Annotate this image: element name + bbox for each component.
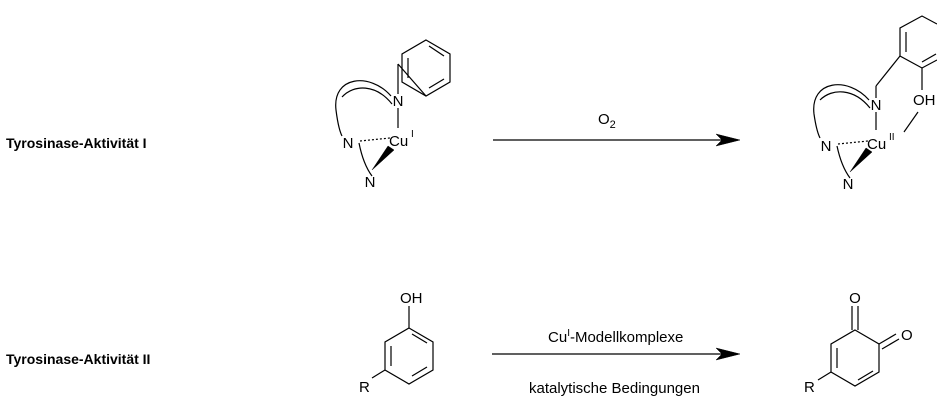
benzyl-ch2-bond bbox=[875, 55, 901, 87]
atom-n: N bbox=[843, 176, 854, 193]
atom-n: N bbox=[393, 93, 404, 110]
atom-n: N bbox=[343, 135, 354, 152]
cu1-complex: N N N Cu I bbox=[335, 39, 451, 191]
ligand-arc bbox=[813, 84, 870, 139]
reagent-cu-modellkomplexe: CuI-Modellkomplexe bbox=[548, 328, 683, 346]
hashed-bond bbox=[359, 137, 391, 142]
benzyl-ch2-bond bbox=[397, 63, 427, 97]
c-o-double-bond bbox=[881, 338, 900, 350]
wedge-bond bbox=[371, 145, 395, 171]
atom-o: O bbox=[901, 327, 913, 344]
ring-double-bond bbox=[428, 45, 445, 57]
c-o-double-bond bbox=[878, 333, 897, 345]
o-cu-coordination bbox=[903, 111, 919, 133]
hashed-bond bbox=[837, 140, 869, 145]
reaction-conditions: katalytische Bedingungen bbox=[529, 380, 700, 397]
row2-label: Tyrosinase-Aktivität II bbox=[6, 351, 150, 367]
ring-r-bond bbox=[817, 371, 832, 381]
atom-n: N bbox=[821, 138, 832, 155]
atom-cu: Cu bbox=[389, 133, 408, 150]
benzene-ring bbox=[401, 39, 451, 97]
reagent-o2: O2 bbox=[598, 111, 616, 131]
ligand-arc bbox=[358, 142, 373, 177]
ring-double-bond bbox=[921, 53, 937, 63]
benzene-ring bbox=[899, 15, 937, 69]
cu-oxidation-state: I bbox=[411, 129, 414, 140]
row1-label: Tyrosinase-Aktivität I bbox=[6, 135, 147, 151]
ring-double-bond bbox=[411, 366, 428, 377]
ligand-arc bbox=[335, 80, 392, 137]
atom-o: O bbox=[849, 290, 861, 307]
arrow-head bbox=[715, 347, 741, 361]
atom-n: N bbox=[871, 97, 882, 114]
substituent-r: R bbox=[804, 379, 815, 396]
atom-oh: OH bbox=[913, 92, 936, 109]
ortho-quinone: O O R bbox=[804, 290, 913, 396]
cu-oxidation-state: II bbox=[889, 132, 895, 143]
atom-cu: Cu bbox=[867, 136, 886, 153]
wedge-bond bbox=[849, 147, 873, 173]
phenol: OH R bbox=[359, 290, 434, 396]
ring-r-bond bbox=[371, 369, 386, 379]
ring-double-bond bbox=[411, 333, 428, 344]
ligand-arc bbox=[341, 87, 393, 105]
ring-double-bond bbox=[857, 370, 874, 381]
arrow-head bbox=[715, 133, 741, 147]
ring-double-bond bbox=[428, 78, 445, 89]
benzene-ring bbox=[384, 327, 434, 385]
reaction-arrow bbox=[492, 347, 741, 361]
quinone-ring bbox=[830, 329, 880, 387]
ligand-arc bbox=[819, 91, 871, 109]
atom-oh: OH bbox=[400, 290, 423, 307]
cu2-complex: N N N Cu II OH bbox=[813, 15, 937, 193]
substituent-r: R bbox=[359, 379, 370, 396]
atom-n: N bbox=[365, 174, 376, 191]
ligand-arc bbox=[836, 145, 851, 179]
reaction-arrow bbox=[493, 133, 741, 147]
